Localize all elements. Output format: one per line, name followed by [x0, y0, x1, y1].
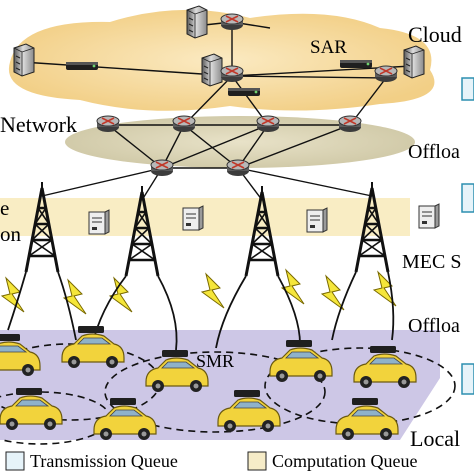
offload-bottom-label: Offloa	[408, 315, 460, 337]
computation-queue-label: Computation Queue	[272, 451, 418, 471]
cloud-label: Cloud	[408, 22, 462, 47]
queue-bars	[461, 77, 474, 395]
transmission-queue-swatch	[5, 451, 25, 471]
transmission-queue-label: Transmission Queue	[30, 451, 178, 471]
computation-queue-swatch	[247, 451, 267, 471]
wireless-links	[1, 269, 397, 315]
local-label: Local	[410, 426, 461, 451]
network-layer	[65, 116, 415, 168]
edge-layer-band	[0, 198, 410, 236]
legend	[5, 451, 267, 471]
sar-label: SAR	[310, 37, 347, 58]
network-links	[41, 124, 373, 201]
edge-label-fragment-2: on	[0, 222, 21, 246]
network-label: Network	[0, 112, 77, 137]
mec-server-label: MEC S	[402, 251, 462, 273]
offload-top-label: Offloa	[408, 141, 460, 163]
smr-label: SMR	[196, 351, 235, 371]
edge-label-fragment: e	[0, 196, 10, 220]
